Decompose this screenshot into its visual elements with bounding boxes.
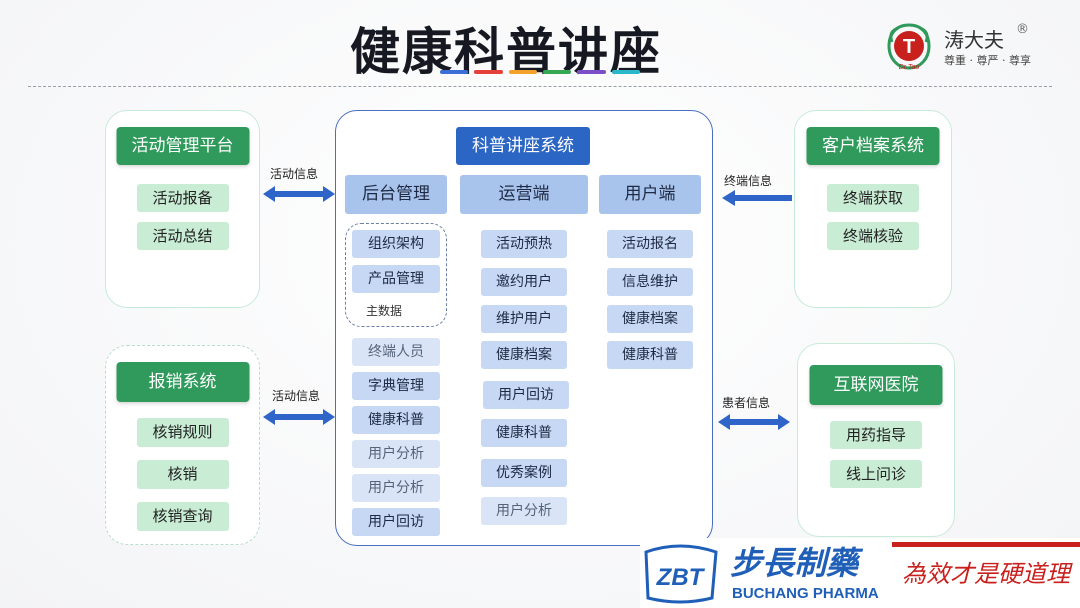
underline-seg <box>611 70 640 74</box>
logo-name: 涛大夫 <box>944 28 1004 52</box>
brand-name-cn: 步長制藥 <box>730 544 864 582</box>
underline-seg <box>542 70 572 74</box>
operations-item: 健康档案 <box>481 341 567 369</box>
operations-item: 用户分析 <box>481 497 567 525</box>
brand-name-en: BUCHANG PHARMA <box>732 585 879 602</box>
column-header-user: 用户端 <box>599 175 701 214</box>
underline-seg <box>577 70 606 74</box>
underline-seg <box>440 70 469 74</box>
operations-item: 维护用户 <box>481 305 567 333</box>
column-header-backend: 后台管理 <box>345 175 447 214</box>
master-data-group <box>345 223 447 327</box>
page-title: 健康科普讲座 <box>350 23 662 81</box>
panel-item: 终端核验 <box>827 222 919 250</box>
arrow-label: 活动信息 <box>272 389 321 403</box>
master-data-label: 主数据 <box>366 304 403 318</box>
backend-item: 终端人员 <box>352 338 440 366</box>
left-arrow-icon <box>722 190 792 206</box>
backend-item: 产品管理 <box>352 265 440 293</box>
backend-item: 字典管理 <box>352 372 440 400</box>
panel-title: 互联网医院 <box>809 365 943 405</box>
user-item: 健康档案 <box>607 305 693 333</box>
operations-item: 活动预热 <box>481 230 567 258</box>
registered-mark: ® <box>1016 22 1029 37</box>
user-item: 健康科普 <box>607 341 693 369</box>
panel-title: 客户档案系统 <box>806 127 940 165</box>
panel-item: 核销查询 <box>136 502 229 531</box>
brand-graphic: ZBT 步長制藥 BUCHANG PHARMA 為效才是硬道理 <box>640 538 1080 608</box>
brand-calligraphy: 為效才是硬道理 <box>902 560 1073 588</box>
arrow-label: 患者信息 <box>722 396 771 410</box>
panel-item: 核销 <box>136 460 229 489</box>
logo-mark-sub: Dr.Tao <box>899 64 920 71</box>
system-title: 科普讲座系统 <box>456 127 590 165</box>
column-header-operations: 运营端 <box>460 175 588 214</box>
user-item: 活动报名 <box>607 230 693 258</box>
operations-item: 健康科普 <box>481 419 567 447</box>
underline-seg <box>474 70 503 74</box>
buchang-brand-banner: ZBT 步長制藥 BUCHANG PHARMA 為效才是硬道理 <box>640 538 1080 608</box>
dashed-divider <box>28 86 1052 87</box>
dr-tao-logo: T Dr.Tao 涛大夫 ® 尊重 · 尊严 · 尊享 <box>880 20 1056 72</box>
underline-seg <box>508 70 537 74</box>
double-arrow-icon <box>263 409 335 425</box>
panel-item: 核销规则 <box>136 418 229 447</box>
activity-platform-panel: 活动管理平台 活动报备 活动总结 <box>105 110 260 308</box>
panel-item: 用药指导 <box>830 421 922 449</box>
backend-item: 健康科普 <box>352 406 440 434</box>
operations-item: 用户回访 <box>483 381 569 409</box>
panel-item: 终端获取 <box>827 184 919 212</box>
double-arrow-icon <box>263 186 335 202</box>
title-underline <box>440 70 640 74</box>
internet-hospital-panel: 互联网医院 用药指导 线上问诊 <box>797 343 955 537</box>
panel-item: 活动报备 <box>136 184 229 212</box>
brand-mark: ZBT <box>656 564 706 591</box>
logo-mark-letter: T <box>903 36 915 58</box>
backend-item: 用户分析 <box>352 440 440 468</box>
panel-title: 报销系统 <box>116 362 249 402</box>
customer-archive-panel: 客户档案系统 终端获取 终端核验 <box>794 110 952 308</box>
dr-tao-logo-icon: T Dr.Tao <box>887 23 931 71</box>
operations-item: 邀约用户 <box>481 268 567 296</box>
panel-item: 线上问诊 <box>830 460 922 488</box>
reimbursement-panel: 报销系统 核销规则 核销 核销查询 <box>105 345 260 545</box>
backend-item: 组织架构 <box>352 230 440 258</box>
arrow-label: 终端信息 <box>724 174 773 188</box>
lecture-system-panel: 科普讲座系统 后台管理 运营端 用户端 组织架构 产品管理 主数据 终端人员 字… <box>335 110 713 546</box>
backend-item: 用户分析 <box>352 474 440 502</box>
backend-item: 用户回访 <box>352 508 440 536</box>
arrow-label: 活动信息 <box>270 167 319 181</box>
operations-item: 优秀案例 <box>481 459 567 487</box>
logo-slogan: 尊重 · 尊严 · 尊享 <box>944 54 1031 67</box>
double-arrow-icon <box>718 414 790 430</box>
panel-title: 活动管理平台 <box>116 127 249 165</box>
user-item: 信息维护 <box>607 268 693 296</box>
panel-item: 活动总结 <box>136 222 229 250</box>
